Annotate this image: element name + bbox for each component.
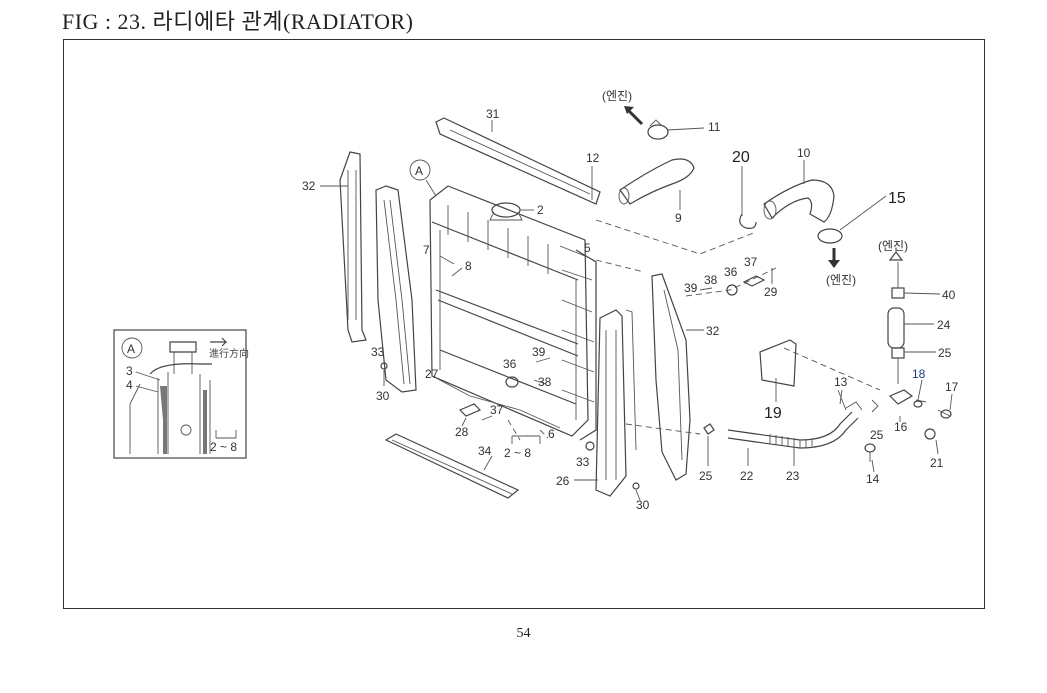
fittings-upper [699, 275, 766, 296]
label-25-mid: 25 [870, 428, 884, 442]
label-16: 16 [894, 420, 908, 434]
drain-fittings [888, 389, 952, 440]
right-side-panel [595, 309, 637, 497]
direction-arrow-icon [210, 337, 228, 347]
label-25-lower: 25 [699, 469, 713, 483]
bracket-19 [759, 339, 797, 402]
label-32-left: 32 [302, 179, 316, 193]
upper-seal-31 [435, 117, 601, 205]
label-29: 29 [764, 285, 778, 299]
reservoir-assembly [887, 251, 941, 384]
left-side-panel [375, 185, 417, 393]
label-27: 27 [425, 367, 439, 381]
figure-title: FIG : 23. 라디에타 관계(RADIATOR) [62, 9, 414, 34]
side-baffle-32-right [651, 273, 691, 481]
callout-label-2-8: 2 ~ 8 [210, 440, 237, 454]
label-33-lower: 33 [576, 455, 590, 469]
diagram-frame [63, 39, 985, 609]
label-31: 31 [486, 107, 500, 121]
engine-arrow-icon-top [624, 106, 644, 126]
label-10: 10 [797, 146, 811, 160]
label-19: 19 [764, 405, 782, 422]
hose-clamp-15 [817, 195, 887, 244]
label-2-8: 2 ~ 8 [504, 446, 531, 460]
label-11: 11 [708, 120, 721, 134]
overflow-hose [727, 389, 863, 449]
label-39-upper: 39 [684, 281, 698, 295]
fittings-lower-left [458, 357, 551, 421]
label-18: 18 [912, 367, 926, 381]
label-5: 5 [584, 241, 591, 255]
engine-arrow-icon-mid [828, 248, 840, 268]
label-40: 40 [942, 288, 956, 302]
label-21: 21 [930, 456, 944, 470]
engine-note-mid: (엔진) [826, 273, 856, 287]
label-12: 12 [586, 151, 600, 165]
label-15: 15 [888, 190, 906, 207]
label-33-left: 33 [371, 345, 385, 359]
label-17: 17 [945, 380, 959, 394]
label-22: 22 [740, 469, 754, 483]
detail-marker-a: A [415, 164, 423, 178]
label-30-lower: 30 [636, 498, 650, 512]
label-8: 8 [465, 259, 472, 273]
lower-seal-34 [384, 433, 520, 499]
label-37-lower: 37 [490, 403, 504, 417]
part-number-labels: 31 12 11 20 10 15 (엔진) 32 2 5 7 8 9 39 3… [302, 107, 959, 512]
detail-callout-a: A 進行方向 3 4 2 ~ 8 [113, 329, 249, 459]
radiator-cap-2 [489, 202, 523, 221]
detail-marker-a-circle [409, 159, 431, 181]
callout-letter: A [127, 342, 135, 356]
engine-note-right: (엔진) [878, 239, 908, 253]
fittings-lower-right [864, 399, 879, 462]
label-38-lower: 38 [538, 375, 552, 389]
label-13: 13 [834, 375, 848, 389]
label-20: 20 [732, 149, 750, 166]
label-30-left: 30 [376, 389, 390, 403]
upper-hose-9 [618, 158, 695, 205]
callout-label-3: 3 [126, 364, 133, 378]
hose-clamp-11 [647, 119, 705, 140]
label-9: 9 [675, 211, 682, 225]
page-number: 54 [516, 626, 531, 641]
radiator-core [429, 185, 597, 441]
side-baffle-32-left [339, 151, 367, 343]
label-14: 14 [866, 472, 880, 486]
screws [380, 362, 715, 490]
label-32-right: 32 [706, 324, 720, 338]
label-36-upper: 36 [724, 265, 738, 279]
label-7: 7 [423, 243, 430, 257]
label-2: 2 [537, 203, 544, 217]
label-6: 6 [548, 427, 555, 441]
label-37-upper: 37 [744, 255, 758, 269]
label-28: 28 [455, 425, 469, 439]
label-26: 26 [556, 474, 570, 488]
label-36-lower: 36 [503, 357, 517, 371]
label-38-upper: 38 [704, 273, 718, 287]
hose-clamp-20 [739, 166, 757, 229]
leader-lines [320, 120, 953, 501]
label-25-upper: 25 [938, 346, 952, 360]
engine-note-top: (엔진) [602, 89, 632, 103]
label-24: 24 [937, 318, 951, 332]
callout-label-4: 4 [126, 378, 133, 392]
label-39-lower: 39 [532, 345, 546, 359]
callout-direction-note: 進行方向 [209, 347, 249, 360]
label-23: 23 [786, 469, 800, 483]
lower-hose-10 [763, 179, 835, 223]
label-34: 34 [478, 444, 492, 458]
